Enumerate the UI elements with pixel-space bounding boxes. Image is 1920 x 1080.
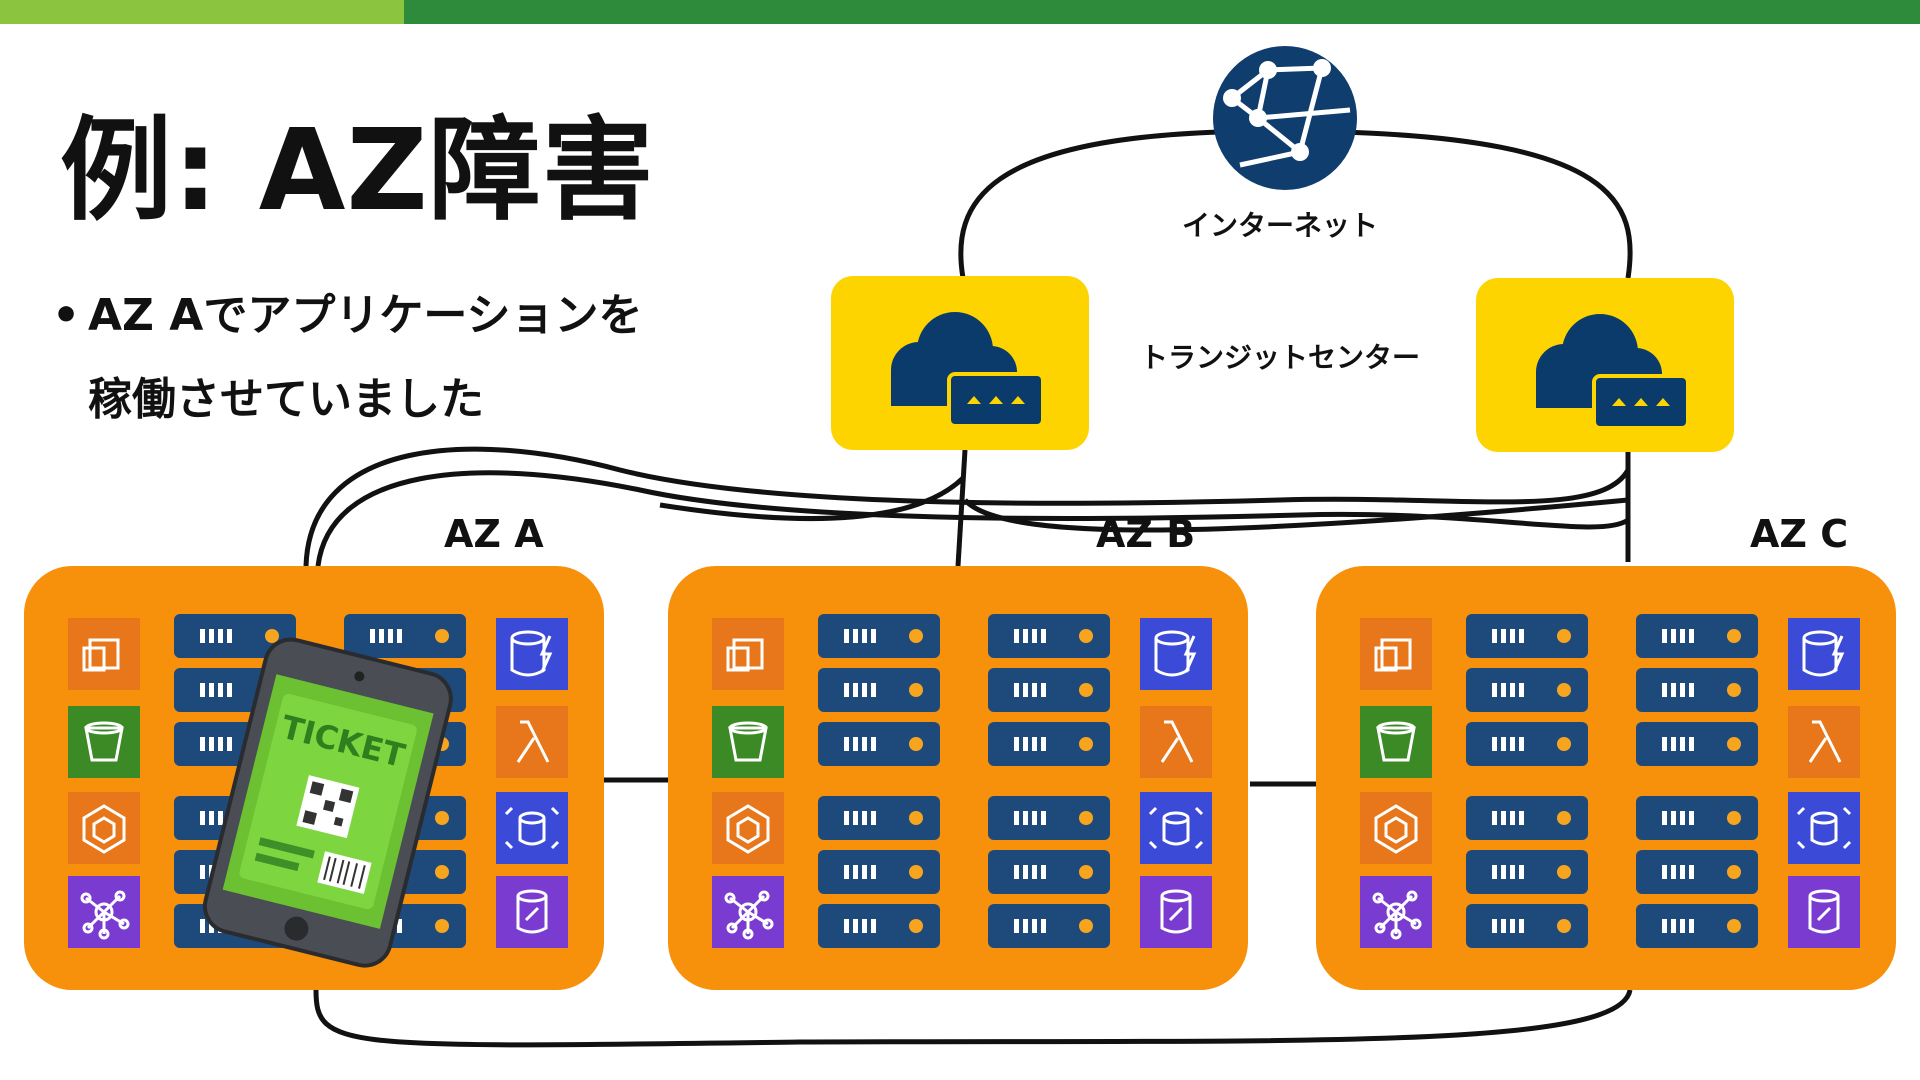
az-b-label: AZ B	[1096, 512, 1196, 556]
aurora-icon	[496, 876, 568, 948]
rds-icon	[496, 792, 568, 864]
rds-icon	[1788, 792, 1860, 864]
connection-lines	[303, 129, 1633, 1048]
transit-left-down-line	[955, 449, 968, 567]
bullet-line-2: 稼働させていました	[88, 374, 484, 425]
aurora-icon	[1788, 876, 1860, 948]
cross-line-3	[659, 476, 965, 521]
bullet-marker: •	[52, 290, 81, 341]
ec2-icon	[68, 618, 140, 690]
bullet-item: • AZ Aでアプリケーションを 稼働させていました	[52, 274, 642, 442]
s3-bucket-icon	[712, 706, 784, 778]
server-rack-group	[818, 614, 1110, 948]
dynamodb-icon	[496, 618, 568, 690]
transit-center-left	[831, 276, 1089, 450]
s3-bucket-icon	[68, 706, 140, 778]
cloud-gateway-icon	[891, 312, 1045, 428]
eventbridge-icon	[1360, 876, 1432, 948]
cross-line-4	[963, 497, 1629, 533]
bullet-line-1: AZ Aでアプリケーションを	[88, 290, 643, 341]
ec2-icon	[1360, 618, 1432, 690]
ecs-icon	[68, 792, 140, 864]
smartphone-ticket-icon: TICKET	[202, 637, 453, 968]
internet-to-transit-left-line	[958, 129, 1221, 279]
cross-line-1	[303, 446, 1631, 567]
ecs-icon	[712, 792, 784, 864]
s3-bucket-icon	[1360, 706, 1432, 778]
internet-to-transit-right-line	[1339, 129, 1633, 279]
internet-label: インターネット	[1181, 209, 1378, 242]
ecs-icon	[1360, 792, 1432, 864]
bottom-loop-line	[313, 989, 1633, 1048]
dynamodb-icon	[1788, 618, 1860, 690]
top-bar-accent-light	[0, 0, 404, 24]
dynamodb-icon	[1140, 618, 1212, 690]
ec2-icon	[712, 618, 784, 690]
top-bar-accent-dark	[404, 0, 1920, 24]
az-b-box	[668, 566, 1248, 990]
transit-center-label: トランジットセンター	[1139, 341, 1420, 374]
rds-icon	[1140, 792, 1212, 864]
lambda-icon	[496, 706, 568, 778]
eventbridge-icon	[712, 876, 784, 948]
lambda-icon	[1140, 706, 1212, 778]
lambda-icon	[1788, 706, 1860, 778]
az-a-label: AZ A	[444, 512, 544, 556]
eventbridge-icon	[68, 876, 140, 948]
globe-network-icon	[1213, 46, 1357, 190]
page-title: 例: AZ障害	[60, 106, 655, 236]
server-rack-group	[1466, 614, 1758, 948]
az-c-label: AZ C	[1750, 512, 1849, 556]
aurora-icon	[1140, 876, 1212, 948]
az-c-box	[1316, 566, 1896, 990]
cross-line-2	[315, 470, 1630, 567]
transit-center-right	[1476, 278, 1734, 452]
cloud-gateway-icon	[1536, 314, 1690, 430]
